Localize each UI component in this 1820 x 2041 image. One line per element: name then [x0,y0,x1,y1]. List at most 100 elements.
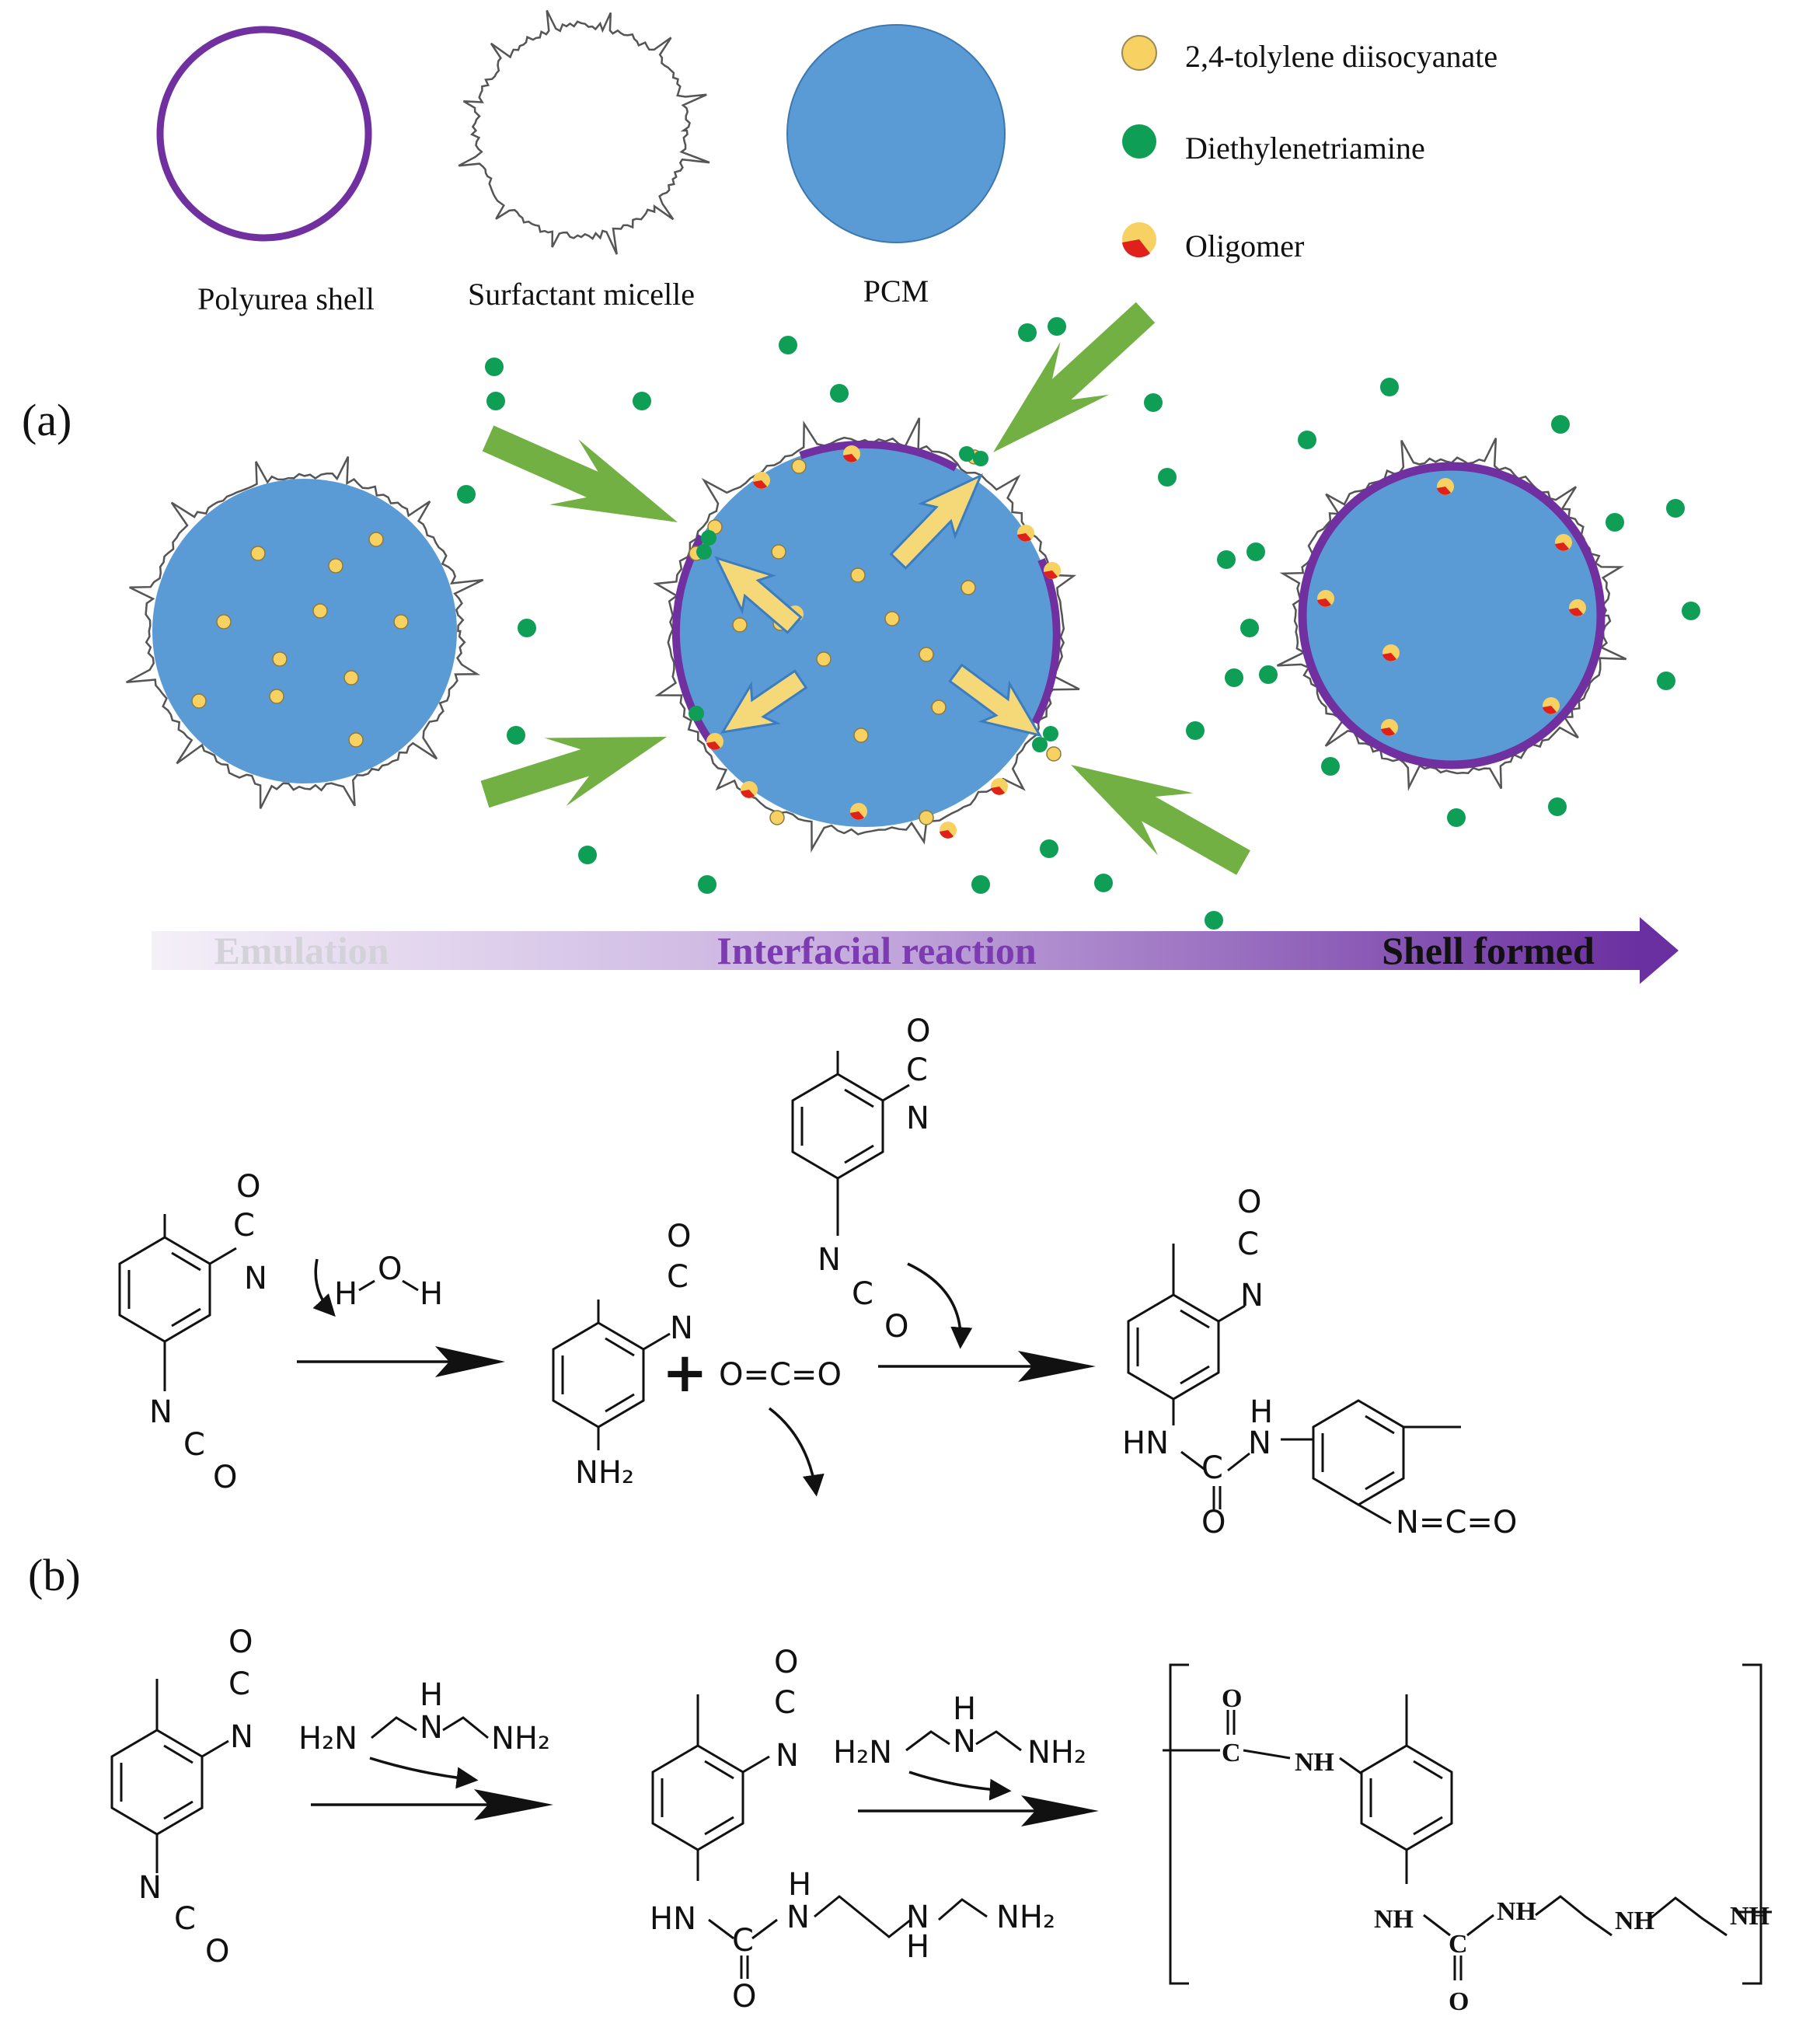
tdi-molecule [368,532,384,547]
atom-n: N [1240,1278,1264,1314]
atom-o: O [774,1645,798,1680]
pcm-symbol [786,24,1006,243]
atom-o: O [1222,1684,1242,1713]
reaction-row-2: N C O N C O H₂N H N NH₂ [110,1624,1772,2016]
amine-nh2: NH₂ [575,1455,634,1491]
deta-h2n: H₂N [833,1735,892,1771]
oligomer-molecule [741,781,758,798]
tdi-legend-label: 2,4-tolylene diisocyanate [1185,39,1497,74]
deta-reagent-1: H₂N H N NH₂ [298,1677,550,1789]
deta-molecule [1217,550,1236,569]
atom-o: O [1449,1987,1469,2016]
pcm-label: PCM [863,274,929,309]
oligomer-molecule [1382,644,1400,661]
deta-molecule [1094,874,1113,892]
droplet-1-pcm [152,479,457,783]
oligomer-molecule [850,803,867,820]
atom-c: C [732,1923,754,1959]
tdi-molecule [884,611,900,626]
deta-h2n: H₂N [298,1721,357,1757]
oligomer-molecule [1317,590,1334,607]
co2-molecule: O=C=O [719,1357,842,1393]
deta-molecule [1298,431,1316,449]
stage-label-shell: Shell formed [1382,929,1595,972]
atom-n: N [906,1101,929,1136]
atom-n: N [149,1394,173,1430]
tdi-molecule [269,689,284,704]
deta-molecule [578,846,597,864]
atom-o: O [1201,1505,1226,1540]
green-arrow [482,425,678,522]
legend: Polyurea shell Surfactant micelle PCM 2,… [156,9,1497,316]
oligomer-molecule [1017,525,1034,542]
tdi-structure-1 [118,1214,237,1391]
deta-molecule [1144,393,1163,412]
deta-molecule [1666,499,1685,518]
deta-legend-label: Diethylenetriamine [1185,131,1425,166]
urea-hn: HN [1122,1425,1169,1461]
deta-molecule [701,530,716,546]
oligomer-molecule [940,822,957,839]
green-arrow [1071,765,1250,875]
tdi-molecule [328,558,343,574]
deta-molecule [1321,757,1340,776]
intermediate-structure [651,1694,988,1979]
polymer-nh: NH [1730,1902,1769,1931]
tdi-molecule [393,614,409,630]
deta-molecule [689,706,704,721]
oligomer-molecule [1437,478,1454,495]
oligomer-molecule [706,733,723,750]
tdi-molecule [931,700,947,715]
tdi-molecule [771,544,786,560]
atom-o: O [205,1934,229,1969]
polyurea-repeat-unit [1163,1663,1772,1985]
reaction-row-1: N C O N C O H O H N C O NH₂ + O=C=O [118,1014,1517,1540]
oligomer-molecule [991,778,1008,795]
atom-c: C [1222,1739,1241,1767]
deta-molecule [1447,808,1466,827]
deta-molecule [1048,317,1066,336]
oligomer-molecule [1381,719,1398,736]
deta-molecule [1186,721,1205,740]
deta-molecule [518,619,536,637]
urea-dimer-structure [1127,1244,1461,1525]
atom-c: C [906,1052,928,1088]
atom-n: N [244,1261,267,1296]
oligomer-legend-dot [1122,222,1156,258]
atom-c: C [1237,1226,1259,1262]
droplet-1-tdi-group [191,532,409,748]
deta-molecule [457,485,476,504]
droplet-shell-formed [1276,438,1627,791]
polyurea-shell-symbol [156,26,372,242]
tdi-molecule [961,580,976,595]
tdi-molecule [250,546,266,561]
atom-o: O [667,1219,691,1254]
yellow-arrow [714,556,803,635]
atom-h: H [788,1867,811,1903]
deta-molecule [1043,726,1058,741]
plus-sign: + [662,1341,708,1404]
atom-o: O [236,1169,260,1205]
oligomer-molecule [753,472,770,489]
atom-n: N [1248,1425,1271,1461]
deta-molecule [973,451,988,466]
atom-n: N [953,1724,976,1760]
tdi-molecule [216,614,232,630]
oligomer-molecule [1555,534,1572,551]
atom-n: N [786,1900,810,1935]
deta-molecule [830,384,849,403]
deta-molecule [1657,672,1675,690]
atom-c: C [233,1208,255,1244]
droplet-3-oligomer-group [1317,478,1586,736]
deta-molecule [779,336,797,354]
deta-molecule [633,392,651,410]
polymer-nh: NH [1615,1907,1654,1935]
polymer-nh: NH [1374,1905,1414,1934]
atom-c: C [183,1427,205,1463]
atom-c: C [667,1259,689,1295]
tdi-molecule [816,651,832,667]
green-arrow [993,302,1156,452]
tdi-molecule [850,567,866,583]
deta-molecule [971,875,990,894]
